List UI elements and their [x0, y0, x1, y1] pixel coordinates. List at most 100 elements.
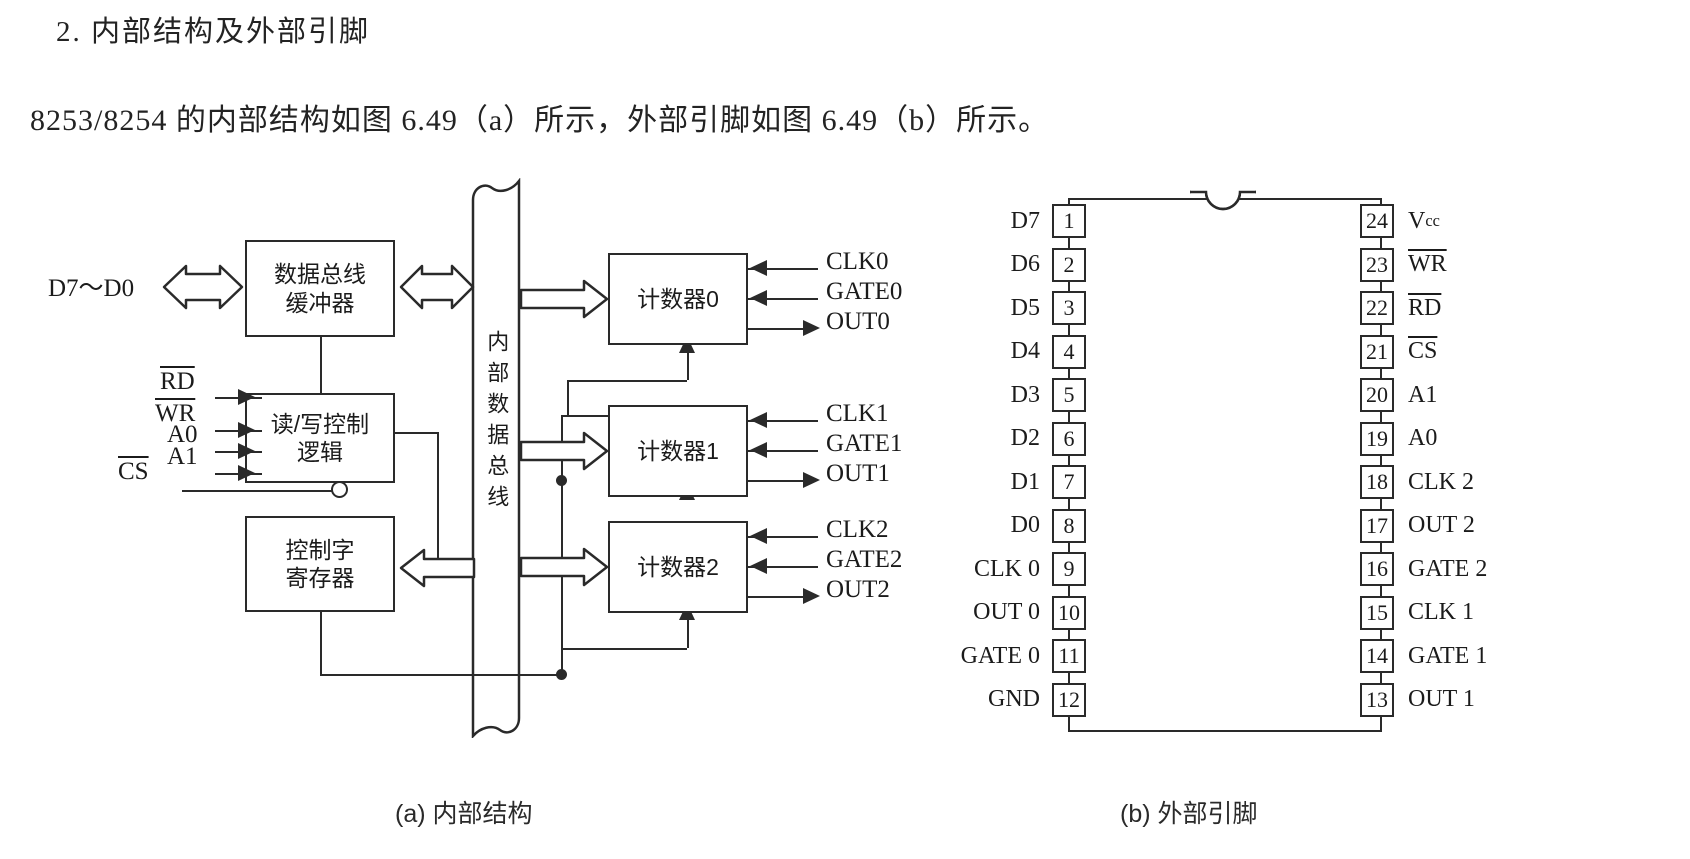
internal-data-bus-ribbon — [471, 178, 521, 738]
wire-counter0-left — [567, 380, 569, 416]
label-gate1: GATE1 — [826, 430, 903, 457]
wire-clk2 — [748, 536, 818, 538]
pin-box-4[interactable]: 4 — [1052, 334, 1086, 369]
pin-box-5[interactable]: 5 — [1052, 378, 1086, 412]
wire-cs — [182, 490, 337, 492]
pin-label-4: D4 — [1010, 338, 1040, 364]
rw-control-line2: 逻辑 — [297, 439, 343, 465]
pin-label-9: CLK 0 — [974, 555, 1040, 582]
arrow-buffer-to-internal-bus — [399, 264, 475, 310]
counter2-label: 计数器2 — [637, 553, 719, 580]
pin-box-22[interactable]: 22 — [1360, 291, 1394, 325]
pin-box-13[interactable]: 13 — [1360, 682, 1394, 717]
counter0-label: 计数器0 — [637, 285, 719, 312]
arrowhead-out0 — [803, 320, 820, 336]
pin-box-20[interactable]: 20 — [1360, 378, 1394, 412]
arrow-bus-to-counter2 — [519, 547, 609, 587]
arrowhead-a0 — [238, 443, 255, 459]
pin-box-17[interactable]: 17 — [1360, 508, 1394, 543]
pin-label-13: OUT 1 — [1408, 686, 1475, 712]
control-word-line1: 控制字 — [285, 536, 355, 563]
pin-label-17: OUT 2 — [1408, 512, 1475, 538]
arrowhead-clk0 — [750, 260, 767, 276]
wire-to-counter2 — [561, 648, 687, 650]
pin-box-21[interactable]: 21 — [1360, 334, 1394, 369]
arrowhead-wr — [238, 422, 255, 438]
pin-box-18[interactable]: 18 — [1360, 465, 1394, 499]
arrowhead-out2 — [803, 588, 820, 604]
wire-rwlogic-down — [437, 432, 439, 572]
pin-label-18: CLK 2 — [1408, 468, 1474, 495]
pin-box-10[interactable]: 10 — [1052, 595, 1086, 630]
wire-gate1 — [748, 450, 818, 452]
arrow-bus-to-counter1 — [519, 431, 609, 471]
pin-label-16: GATE 2 — [1408, 555, 1488, 582]
pin-box-24[interactable]: 24 — [1360, 204, 1394, 238]
pin-label-12: GND — [988, 686, 1040, 712]
label-a1-input: A1 — [167, 443, 198, 470]
block-counter-0: 计数器0 — [608, 253, 748, 345]
pin-box-7[interactable]: 7 — [1052, 465, 1086, 499]
arrowhead-gate2 — [750, 558, 767, 574]
pin-box-14[interactable]: 14 — [1360, 639, 1394, 673]
wire-counter0-up — [687, 345, 689, 380]
wire-clk0 — [748, 268, 818, 270]
pin-box-15[interactable]: 15 — [1360, 595, 1394, 630]
wire-out2 — [748, 596, 810, 598]
arrowhead-a1 — [238, 465, 255, 481]
package-notch-icon — [1190, 190, 1256, 211]
pin-label-23: WR — [1408, 251, 1447, 277]
figure-a-caption: (a) 内部结构 — [395, 800, 533, 828]
block-counter-1: 计数器1 — [608, 405, 748, 497]
pin-label-22: RD — [1408, 294, 1442, 321]
pin-box-16[interactable]: 16 — [1360, 552, 1394, 586]
pin-label-15: CLK 1 — [1408, 599, 1474, 625]
wire-cwr-down — [320, 612, 322, 674]
rw-control-line1: 读/写控制 — [270, 410, 370, 437]
wire-to-counter0 — [567, 380, 687, 382]
label-data-lines: D7～D0 — [48, 275, 135, 302]
wire-gate2 — [748, 566, 818, 568]
arrowhead-gate1 — [750, 442, 767, 458]
cs-inversion-bubble — [331, 481, 348, 498]
block-control-word-register: 控制字 寄存器 — [245, 516, 395, 612]
label-out2: OUT2 — [826, 576, 890, 603]
pin-box-12[interactable]: 12 — [1052, 682, 1086, 717]
wire-gate0 — [748, 298, 818, 300]
label-clk2: CLK2 — [826, 516, 889, 543]
pin-box-23[interactable]: 23 — [1360, 247, 1394, 282]
pin-label-2: D6 — [1010, 251, 1040, 277]
label-a0-input: A0 — [167, 421, 198, 448]
pin-box-9[interactable]: 9 — [1052, 552, 1086, 586]
pin-box-19[interactable]: 19 — [1360, 421, 1394, 456]
pin-box-11[interactable]: 11 — [1052, 639, 1086, 673]
label-out1: OUT1 — [826, 460, 890, 487]
pin-label-20: A1 — [1408, 381, 1438, 408]
data-bus-buffer-line1: 数据总线 — [274, 261, 366, 288]
figure-b-caption: (b) 外部引脚 — [1120, 800, 1258, 828]
section-heading: 2. 内部结构及外部引脚 — [56, 16, 371, 48]
pin-box-1[interactable]: 1 — [1052, 204, 1086, 238]
pin-box-3[interactable]: 3 — [1052, 291, 1086, 325]
junction-mid-bus — [556, 475, 567, 486]
wire-out1 — [748, 480, 810, 482]
bus-label-char-1: 内部数据总线 — [484, 330, 510, 516]
label-wr-input: WR — [155, 400, 196, 427]
block-counter-2: 计数器2 — [608, 521, 748, 613]
label-clk0: CLK0 — [826, 248, 889, 275]
label-cs-input: CS — [118, 458, 149, 485]
arrowhead-out1 — [803, 472, 820, 488]
wire-counter2-up — [687, 612, 689, 648]
pin-label-21: CS — [1408, 338, 1438, 364]
pin-box-8[interactable]: 8 — [1052, 508, 1086, 543]
label-gate2: GATE2 — [826, 546, 903, 573]
pin-label-3: D5 — [1010, 294, 1040, 321]
internal-data-bus-label: 内部数据总线 — [481, 330, 511, 524]
pin-box-2[interactable]: 2 — [1052, 247, 1086, 282]
wire-out0 — [748, 328, 810, 330]
pin-box-6[interactable]: 6 — [1052, 421, 1086, 456]
pin-label-5: D3 — [1010, 381, 1040, 408]
wire-clk1 — [748, 420, 818, 422]
block-rw-control-logic: 读/写控制 逻辑 — [245, 393, 395, 483]
arrowhead-rd — [238, 389, 255, 405]
